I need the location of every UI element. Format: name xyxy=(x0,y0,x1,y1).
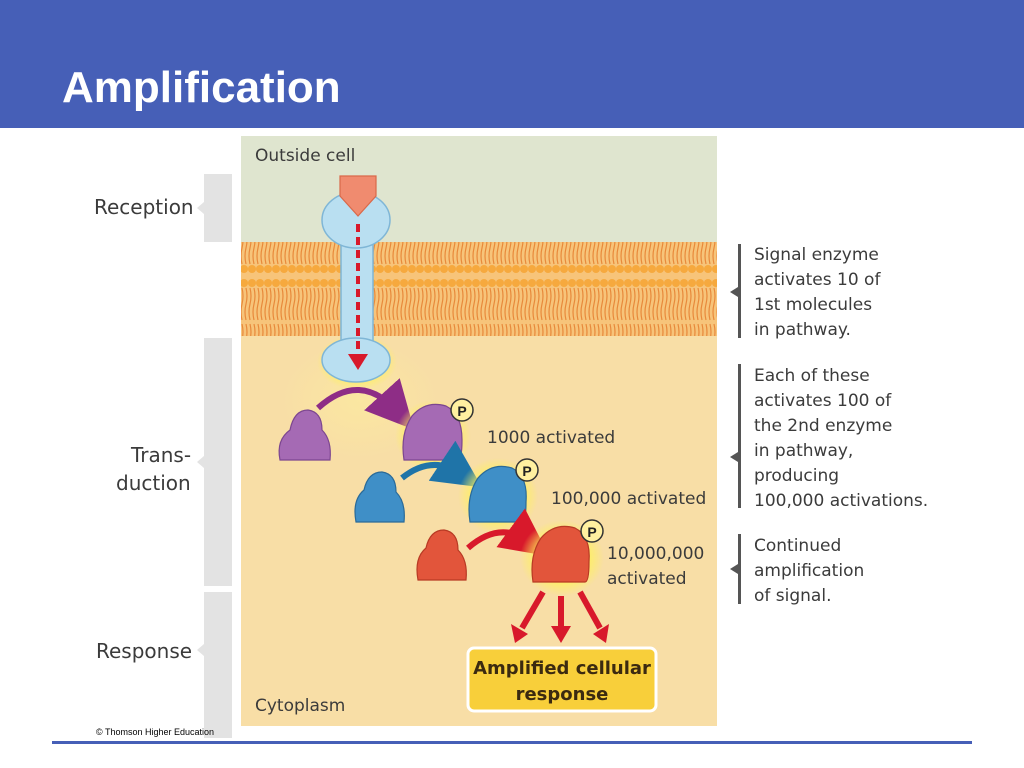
note-brackets xyxy=(730,244,741,604)
cytoplasm-label: Cytoplasm xyxy=(255,696,345,716)
activation-arrow-3 xyxy=(466,508,550,557)
phosphate-label-2: P xyxy=(522,463,531,479)
note-1-line-1: Signal enzyme xyxy=(754,245,879,265)
phase-brackets xyxy=(197,174,232,738)
copyright-notice: © Thomson Higher Education xyxy=(96,727,214,737)
count-label-3a: 10,000,000 xyxy=(607,544,704,564)
extracellular-region xyxy=(241,136,717,244)
note-1: Signal enzyme activates 10 of 1st molecu… xyxy=(754,245,881,340)
inactive-enzyme-3 xyxy=(416,529,467,581)
phase-label-transduction-2: duction xyxy=(116,471,191,495)
response-arrow-right xyxy=(577,590,603,630)
note-1-line-2: activates 10 of xyxy=(754,270,881,290)
note-2-line-1: Each of these xyxy=(754,366,870,386)
transduction-bracket xyxy=(197,338,232,586)
phosphate-label-3: P xyxy=(587,524,596,540)
signal-molecule xyxy=(339,175,377,217)
response-arrowhead-left xyxy=(511,624,528,643)
inactive-enzyme-1 xyxy=(278,409,331,461)
response-box: Amplified cellular response xyxy=(466,646,658,713)
phosphate-badge-2 xyxy=(515,458,539,482)
count-label-3b: activated xyxy=(607,569,687,589)
count-label-2: 100,000 activated xyxy=(551,489,706,509)
outside-cell-label: Outside cell xyxy=(255,146,355,166)
note-bracket-3 xyxy=(730,534,741,604)
bottom-rule xyxy=(52,741,972,744)
title-bar: Amplification xyxy=(0,0,1024,128)
note-2-line-6: 100,000 activations. xyxy=(754,491,928,511)
response-box-bg xyxy=(466,646,658,713)
response-arrow-left xyxy=(519,590,546,630)
activation-arrow-1 xyxy=(315,378,415,430)
phase-label-response: Response xyxy=(96,639,192,663)
note-2-line-4: in pathway, xyxy=(754,441,853,461)
cascade-tier-3: P 10,000,000 activated xyxy=(416,508,704,596)
count-label-1: 1000 activated xyxy=(487,428,615,448)
activation-arrow-2 xyxy=(400,440,482,488)
phosphate-label-1: P xyxy=(457,403,466,419)
response-arrowhead-right xyxy=(593,624,609,643)
note-3-line-3: of signal. xyxy=(754,586,831,606)
note-2-line-2: activates 100 of xyxy=(754,391,892,411)
response-box-line2: response xyxy=(516,684,609,705)
note-3-line-2: amplification xyxy=(754,561,864,581)
note-1-line-4: in pathway. xyxy=(754,320,851,340)
response-arrowhead-center xyxy=(551,626,571,643)
response-bracket xyxy=(197,592,232,738)
phase-label-reception: Reception xyxy=(94,195,194,219)
slide-title: Amplification xyxy=(62,63,341,112)
active-enzyme-3 xyxy=(531,525,590,583)
phosphate-badge-1 xyxy=(450,398,474,422)
note-2: Each of these activates 100 of the 2nd e… xyxy=(754,366,928,511)
note-3-line-1: Continued xyxy=(754,536,841,556)
reception-bracket xyxy=(197,174,232,242)
note-bracket-2 xyxy=(730,364,741,508)
note-1-line-3: 1st molecules xyxy=(754,295,872,315)
response-box-line1: Amplified cellular xyxy=(473,658,651,679)
note-2-line-5: producing xyxy=(754,466,839,486)
phase-label-transduction-1: Trans- xyxy=(130,443,191,467)
phosphate-badge-3 xyxy=(580,519,604,543)
response-arrows xyxy=(511,590,609,643)
note-2-line-3: the 2nd enzyme xyxy=(754,416,892,436)
signal-path-arrowhead xyxy=(348,354,368,370)
note-bracket-1 xyxy=(730,244,741,338)
plasma-membrane xyxy=(241,242,717,336)
note-3: Continued amplification of signal. xyxy=(754,536,864,606)
inactive-enzyme-2 xyxy=(354,471,405,523)
